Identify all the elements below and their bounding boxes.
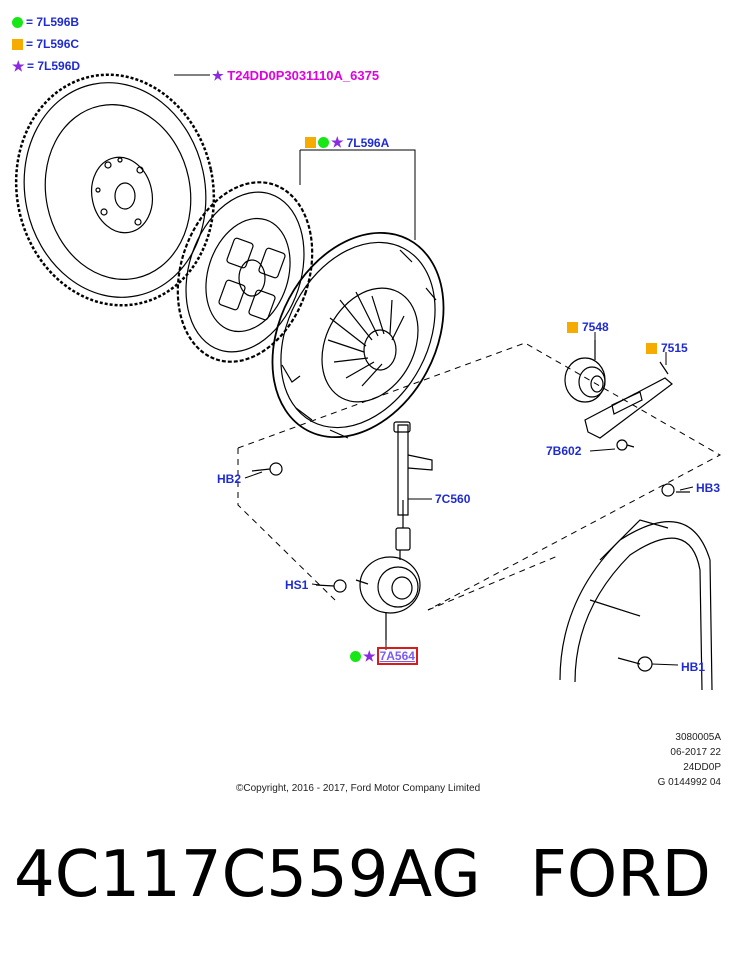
purple-star-icon: ★ bbox=[12, 57, 25, 74]
hydraulic-pipe-drawing bbox=[393, 421, 433, 551]
bolts-drawing bbox=[251, 462, 690, 672]
callout-release-fork-label: 7515 bbox=[661, 341, 688, 355]
legend-code: = 7L596D bbox=[27, 59, 81, 73]
orange-square-icon bbox=[12, 38, 23, 50]
flywheel-drawing bbox=[14, 73, 216, 307]
callout-release-bearing-label: 7548 bbox=[582, 320, 609, 334]
orange-square-icon bbox=[646, 342, 657, 354]
callout-release-bearing[interactable]: 7548 bbox=[567, 320, 609, 334]
slave-cylinder-drawing bbox=[355, 550, 421, 640]
reference-line: 06-2017 22 bbox=[670, 747, 721, 758]
legend-item-7l596d: ★ = 7L596D bbox=[12, 57, 80, 75]
callout-clutch-kit-label: 7L596A bbox=[346, 135, 390, 150]
legend-code: = 7L596B bbox=[26, 15, 80, 29]
transmission-housing-drawing bbox=[559, 519, 713, 691]
callout-fork-bolt[interactable]: 7B602 bbox=[546, 444, 582, 458]
callout-bolt-hb2[interactable]: HB2 bbox=[217, 472, 242, 486]
callout-slave-cylinder[interactable]: ★ 7A564 bbox=[350, 647, 418, 665]
assembly-guide-lines bbox=[237, 342, 722, 611]
callout-release-fork[interactable]: 7515 bbox=[646, 341, 688, 355]
legend-item-7l596b: = 7L596B bbox=[12, 13, 79, 31]
green-circle-icon bbox=[12, 16, 23, 28]
callout-bolt-hb1[interactable]: HB1 bbox=[681, 660, 706, 674]
callout-clutch-kit[interactable]: ★ 7L596A bbox=[305, 134, 389, 151]
callout-slave-cylinder-label: 7A564 bbox=[376, 647, 418, 665]
part-number: 4C117C559AG bbox=[14, 838, 481, 912]
purple-star-icon: ★ bbox=[363, 647, 376, 664]
callout-flywheel[interactable]: ★ T24DD0P3031110A_6375 bbox=[212, 68, 379, 84]
callout-bolt-hs1[interactable]: HS1 bbox=[285, 578, 309, 592]
reference-line: 24DD0P bbox=[683, 762, 721, 773]
callout-flywheel-label: T24DD0P3031110A_6375 bbox=[227, 68, 380, 83]
green-circle-icon bbox=[318, 137, 329, 148]
reference-line: 3080005A bbox=[675, 732, 721, 743]
legend-code: = 7L596C bbox=[26, 37, 80, 51]
copyright-notice: ©Copyright, 2016 - 2017, Ford Motor Comp… bbox=[236, 783, 481, 794]
purple-star-icon: ★ bbox=[212, 68, 224, 83]
reference-line: G 0144992 04 bbox=[657, 777, 721, 788]
callout-bolt-hb3[interactable]: HB3 bbox=[696, 481, 721, 495]
leader-lines bbox=[174, 74, 694, 666]
clutch-disc-drawing bbox=[176, 181, 314, 363]
legend-item-7l596c: = 7L596C bbox=[12, 35, 79, 53]
brand-name: FORD bbox=[530, 838, 711, 912]
pressure-plate-drawing bbox=[271, 231, 445, 439]
release-fork-drawing bbox=[584, 361, 673, 451]
orange-square-icon bbox=[305, 137, 316, 148]
purple-star-icon: ★ bbox=[331, 134, 344, 150]
orange-square-icon bbox=[567, 321, 578, 333]
callout-hydraulic-pipe[interactable]: 7C560 bbox=[435, 492, 471, 506]
reference-block: 3080005A 06-2017 22 24DD0P G 0144992 04 bbox=[658, 730, 721, 790]
green-circle-icon bbox=[350, 650, 361, 662]
release-bearing-drawing bbox=[564, 340, 606, 403]
